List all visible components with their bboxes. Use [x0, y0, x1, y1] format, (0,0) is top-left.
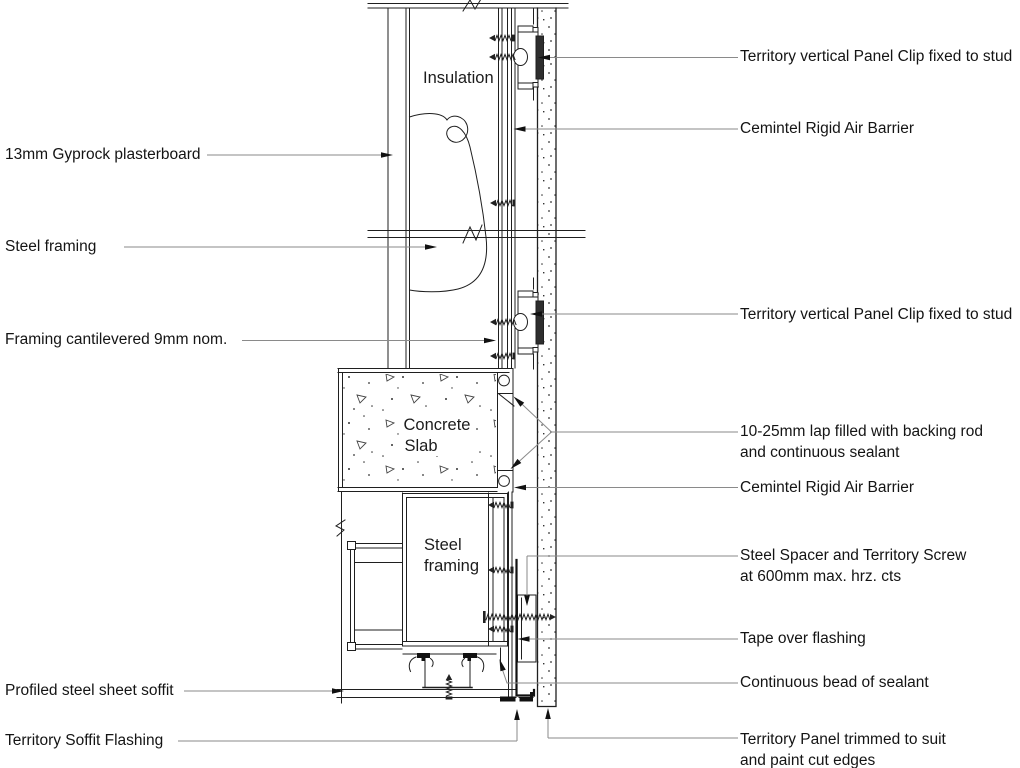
callout-text: Steel framing: [5, 238, 97, 255]
rigid-air-barrier-upper: [511, 7, 516, 369]
profiled-soffit-sheet: [336, 689, 534, 698]
insulation-label: Insulation: [423, 69, 494, 87]
callout-framing-cantilever: Framing cantilevered 9mm nom.: [5, 329, 227, 350]
drawing-texts: Insulation Concrete Slab Steel framing: [404, 69, 494, 575]
callout-soffit-flashing: Territory Soffit Flashing: [5, 730, 163, 751]
concrete-slab-label: Slab: [404, 437, 437, 455]
gyprock-plasterboard: [387, 7, 410, 369]
callout-text: Territory vertical Panel Clip fixed to s…: [740, 48, 1013, 65]
callout-text: Territory Soffit Flashing: [5, 732, 164, 749]
callout-text: at 600mm max. hrz. cts: [740, 568, 902, 585]
backing-rod-top: [498, 374, 510, 387]
wall-top-boundary: [367, 0, 569, 12]
soffit-clip: [463, 653, 477, 658]
soffit-furring-channel: [408, 653, 485, 689]
screw-icon: [487, 625, 514, 633]
callout-text: Cemintel Rigid Air Barrier: [740, 120, 914, 137]
callout-sealant-bead: Continuous bead of sealant: [740, 672, 929, 693]
territory-screw-long: [483, 611, 556, 623]
callout-panel-clip-top: Territory vertical Panel Clip fixed to s…: [740, 46, 1012, 67]
callout-lap-joint: 10-25mm lap filled with backing rod and …: [740, 421, 983, 463]
backing-rod-bottom: [498, 475, 510, 487]
panel-lap-joint: [497, 368, 515, 493]
soffit-flashing: [515, 558, 536, 697]
concrete-slab-label: Concrete: [404, 416, 471, 434]
callout-gyprock-plasterboard: 13mm Gyprock plasterboard: [5, 144, 201, 165]
callout-text: 10-25mm lap filled with backing rod: [740, 423, 983, 440]
screw-icon: [487, 501, 514, 509]
leader-arrows: [332, 54, 551, 720]
steel-stud-upper: [498, 7, 508, 369]
sealant-bead-elements: [500, 692, 533, 702]
rigid-air-barrier-lower: [508, 491, 513, 700]
callout-panel-clip-mid: Territory vertical Panel Clip fixed to s…: [740, 304, 1012, 325]
callout-panel-trim: Territory Panel trimmed to suit and pain…: [740, 729, 946, 768]
callout-profiled-soffit: Profiled steel sheet soffit: [5, 680, 174, 701]
callout-text: and paint cut edges: [740, 752, 876, 768]
callout-text: Territory Panel trimmed to suit: [740, 731, 946, 748]
screws: [445, 34, 517, 700]
callout-tape-flashing: Tape over flashing: [740, 628, 866, 649]
callout-air-barrier-mid: Cemintel Rigid Air Barrier: [740, 477, 914, 498]
screw-icon: [487, 566, 514, 574]
callout-steel-spacer: Steel Spacer and Territory Screw at 600m…: [740, 545, 966, 587]
callout-text: and continuous sealant: [740, 444, 900, 461]
wall-mid-break: [367, 224, 586, 244]
callout-text: Framing cantilevered 9mm nom.: [5, 331, 228, 348]
bearer-channel: [347, 541, 403, 651]
callout-text: Tape over flashing: [740, 630, 866, 647]
steel-framing-label: Steel: [424, 536, 462, 554]
territory-panel: [536, 7, 557, 708]
insulation-outline: [408, 113, 488, 293]
callout-text: Profiled steel sheet soffit: [5, 682, 174, 699]
callout-text: Steel Spacer and Territory Screw: [740, 547, 967, 564]
steel-framing-label: framing: [424, 557, 479, 575]
callout-text: 13mm Gyprock plasterboard: [5, 146, 201, 163]
callout-steel-framing: Steel framing: [5, 236, 96, 257]
screw-icon: [489, 318, 517, 326]
slab-edge-line: [335, 491, 346, 704]
concrete-slab: [337, 368, 514, 492]
callout-text: Continuous bead of sealant: [740, 674, 929, 691]
soffit-clip: [417, 653, 430, 658]
callout-air-barrier-top: Cemintel Rigid Air Barrier: [740, 118, 914, 139]
callout-text: Cemintel Rigid Air Barrier: [740, 479, 914, 496]
callout-text: Territory vertical Panel Clip fixed to s…: [740, 306, 1013, 323]
